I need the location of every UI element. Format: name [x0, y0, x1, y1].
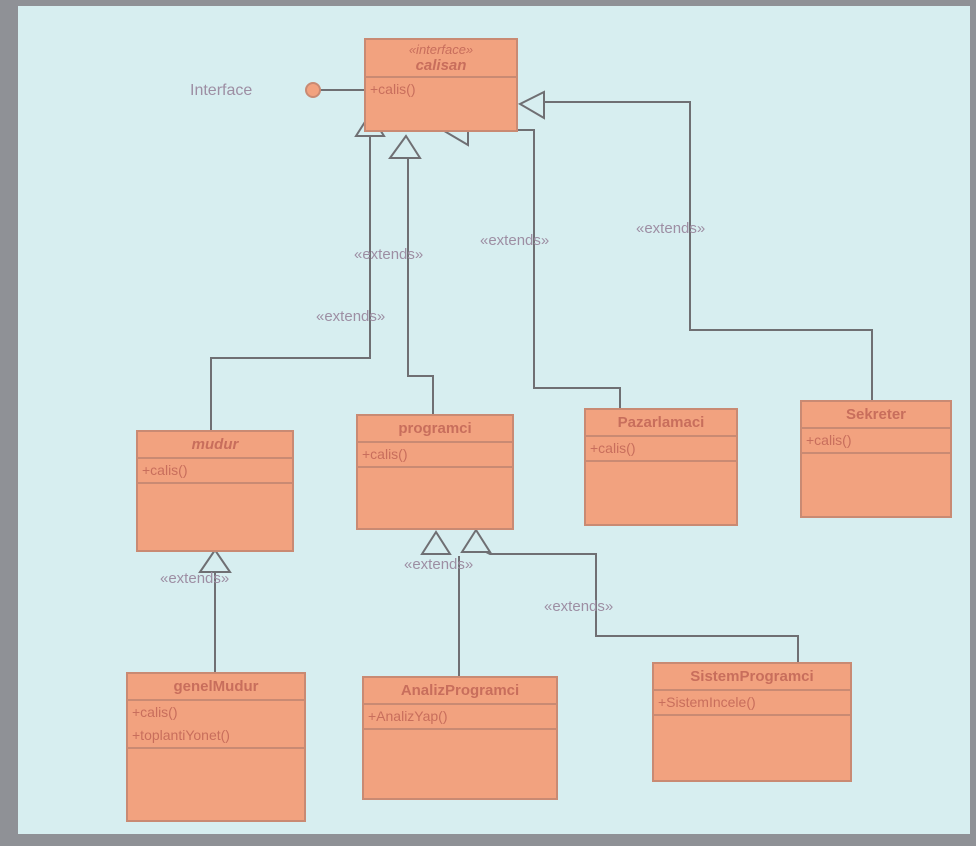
operations-compartment: +calis() — [358, 443, 512, 468]
operations-compartment: +calis() — [802, 429, 950, 454]
class-calisan[interactable]: «interface» calisan +calis() — [364, 38, 518, 132]
class-name: genelMudur — [128, 674, 304, 701]
class-name: programci — [358, 416, 512, 443]
class-name: mudur — [138, 432, 292, 459]
operation: +SistemIncele() — [658, 694, 756, 710]
class-name: Sekreter — [802, 402, 950, 429]
operations-compartment: +calis() — [138, 459, 292, 484]
class-sistemProgramci[interactable]: SistemProgramci +SistemIncele() — [652, 662, 852, 782]
interface-label: Interface — [190, 82, 253, 99]
class-name: AnalizProgramci — [364, 678, 556, 705]
extends-label-pazarlamaci: «extends» — [480, 232, 550, 249]
operations-compartment: +SistemIncele() — [654, 691, 850, 716]
operation: +calis() — [806, 432, 852, 448]
operation: +toplantiYonet() — [132, 727, 230, 743]
operation: +calis() — [132, 704, 178, 720]
extends-label-sistem: «extends» — [544, 598, 614, 615]
class-analizProgramci[interactable]: AnalizProgramci +AnalizYap() — [362, 676, 558, 800]
class-name: Pazarlamaci — [586, 410, 736, 437]
extends-label-genelMudur: «extends» — [160, 570, 230, 587]
class-name: calisan — [415, 57, 467, 74]
operation: +calis() — [362, 446, 408, 462]
extends-label-programci: «extends» — [354, 246, 424, 263]
extends-label-sekreter: «extends» — [636, 220, 706, 237]
operation: +calis() — [370, 81, 416, 97]
operation: +AnalizYap() — [368, 708, 448, 724]
operations-compartment: +calis() — [586, 437, 736, 462]
class-calisan-header: «interface» calisan — [366, 40, 516, 78]
class-sekreter[interactable]: Sekreter +calis() — [800, 400, 952, 518]
extends-label-mudur: «extends» — [316, 308, 386, 325]
operation: +calis() — [142, 462, 188, 478]
class-programci[interactable]: programci +calis() — [356, 414, 514, 530]
operations-compartment: +calis() +toplantiYonet() — [128, 701, 304, 749]
operation: +calis() — [590, 440, 636, 456]
class-genelMudur[interactable]: genelMudur +calis() +toplantiYonet() — [126, 672, 306, 822]
stereotype-label: «interface» — [408, 42, 474, 57]
class-mudur[interactable]: mudur +calis() — [136, 430, 294, 552]
operations-compartment: +AnalizYap() — [364, 705, 556, 730]
extends-label-analiz: «extends» — [404, 556, 474, 573]
class-pazarlamaci[interactable]: Pazarlamaci +calis() — [584, 408, 738, 526]
class-name: SistemProgramci — [654, 664, 850, 691]
